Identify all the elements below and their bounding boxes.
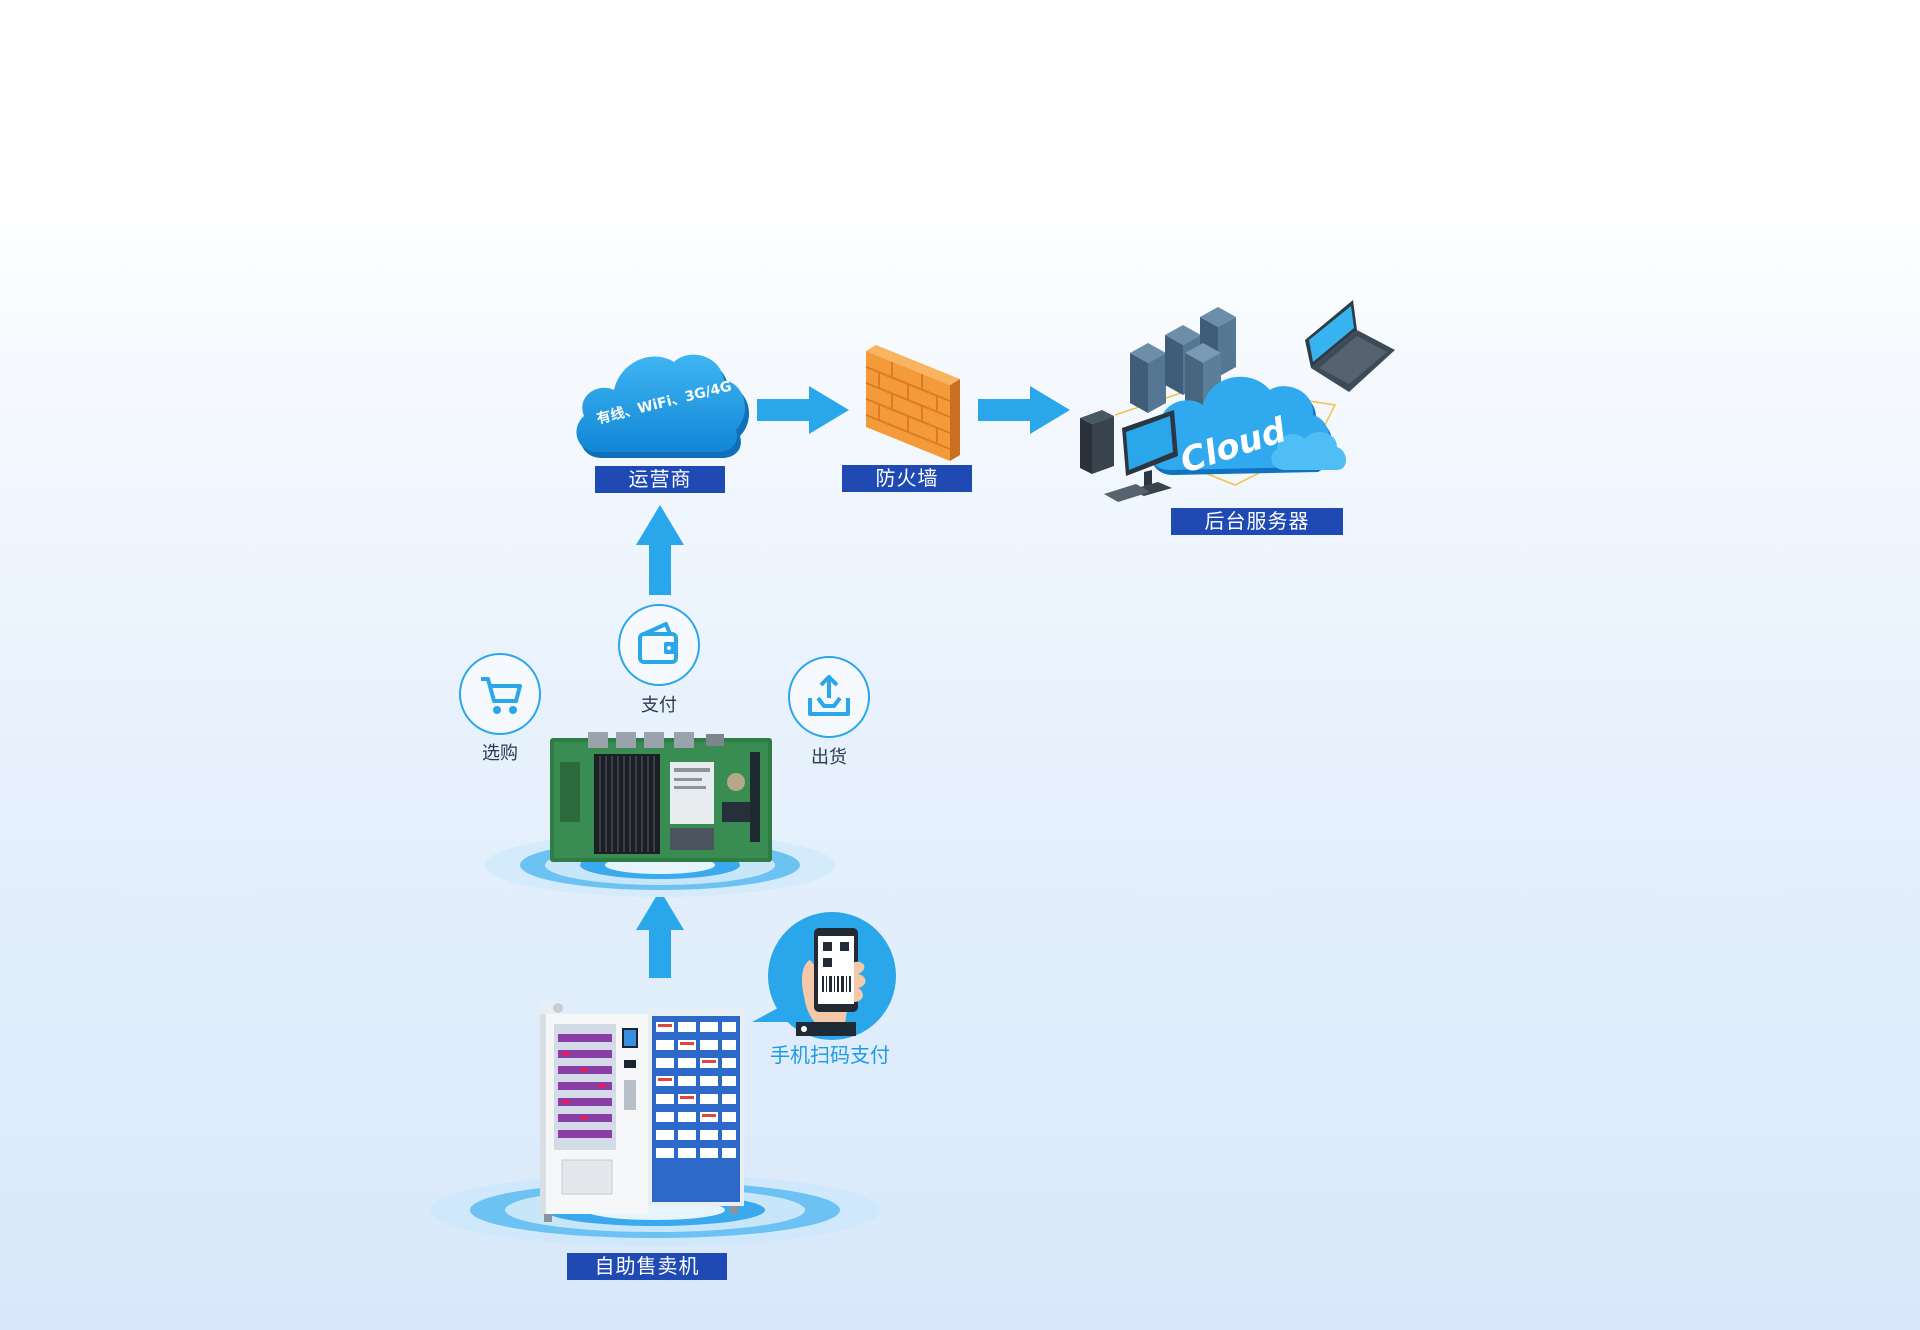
dispense-action-label: 出货 bbox=[811, 747, 847, 768]
laptop-icon bbox=[1305, 300, 1395, 392]
carrier-cloud-icon bbox=[576, 354, 750, 458]
phone-qr-scan-icon bbox=[796, 928, 866, 1036]
export-tray-icon bbox=[808, 675, 850, 716]
firewall-brick-icon bbox=[865, 345, 960, 461]
circuit-board-icon bbox=[550, 732, 772, 862]
vending-machine-label: 自助售卖机 bbox=[567, 1253, 727, 1280]
server-rack-icon bbox=[1130, 307, 1236, 413]
firewall-node: 防火墙 bbox=[840, 345, 975, 495]
arrow-carrier-to-firewall bbox=[757, 386, 849, 434]
firewall-label: 防火墙 bbox=[842, 465, 972, 492]
carrier-label: 运营商 bbox=[595, 466, 725, 493]
cloud-icon bbox=[1147, 376, 1346, 475]
backend-illustration: Cloud bbox=[1080, 300, 1395, 502]
carrier-node: 有线、WiFi、3G/4G 运营商 bbox=[570, 340, 750, 495]
arrow-machine-to-board bbox=[636, 890, 684, 978]
backend-label: 后台服务器 bbox=[1171, 508, 1343, 535]
vending-machine-node: 自助售卖机 bbox=[430, 990, 880, 1280]
dispense-action-icon bbox=[788, 656, 870, 738]
pay-action-icon bbox=[618, 604, 700, 686]
vending-machine-icon bbox=[540, 1002, 744, 1222]
arrow-board-to-carrier bbox=[636, 505, 684, 595]
pay-action-label: 支付 bbox=[641, 695, 677, 716]
arrow-firewall-to-backend bbox=[978, 386, 1070, 434]
select-action-icon bbox=[459, 653, 541, 735]
board-node: 选购 支付 出货 bbox=[450, 600, 870, 900]
mobile-pay-node: 手机扫码支付 bbox=[748, 908, 908, 1078]
wallet-icon bbox=[638, 622, 678, 664]
mobile-pay-label: 手机扫码支付 bbox=[770, 1043, 890, 1067]
select-action-label: 选购 bbox=[482, 743, 518, 764]
backend-node: Cloud 后台服务器 bbox=[1075, 295, 1395, 540]
shopping-cart-icon bbox=[481, 677, 522, 714]
desktop-computer-icon bbox=[1080, 410, 1178, 502]
